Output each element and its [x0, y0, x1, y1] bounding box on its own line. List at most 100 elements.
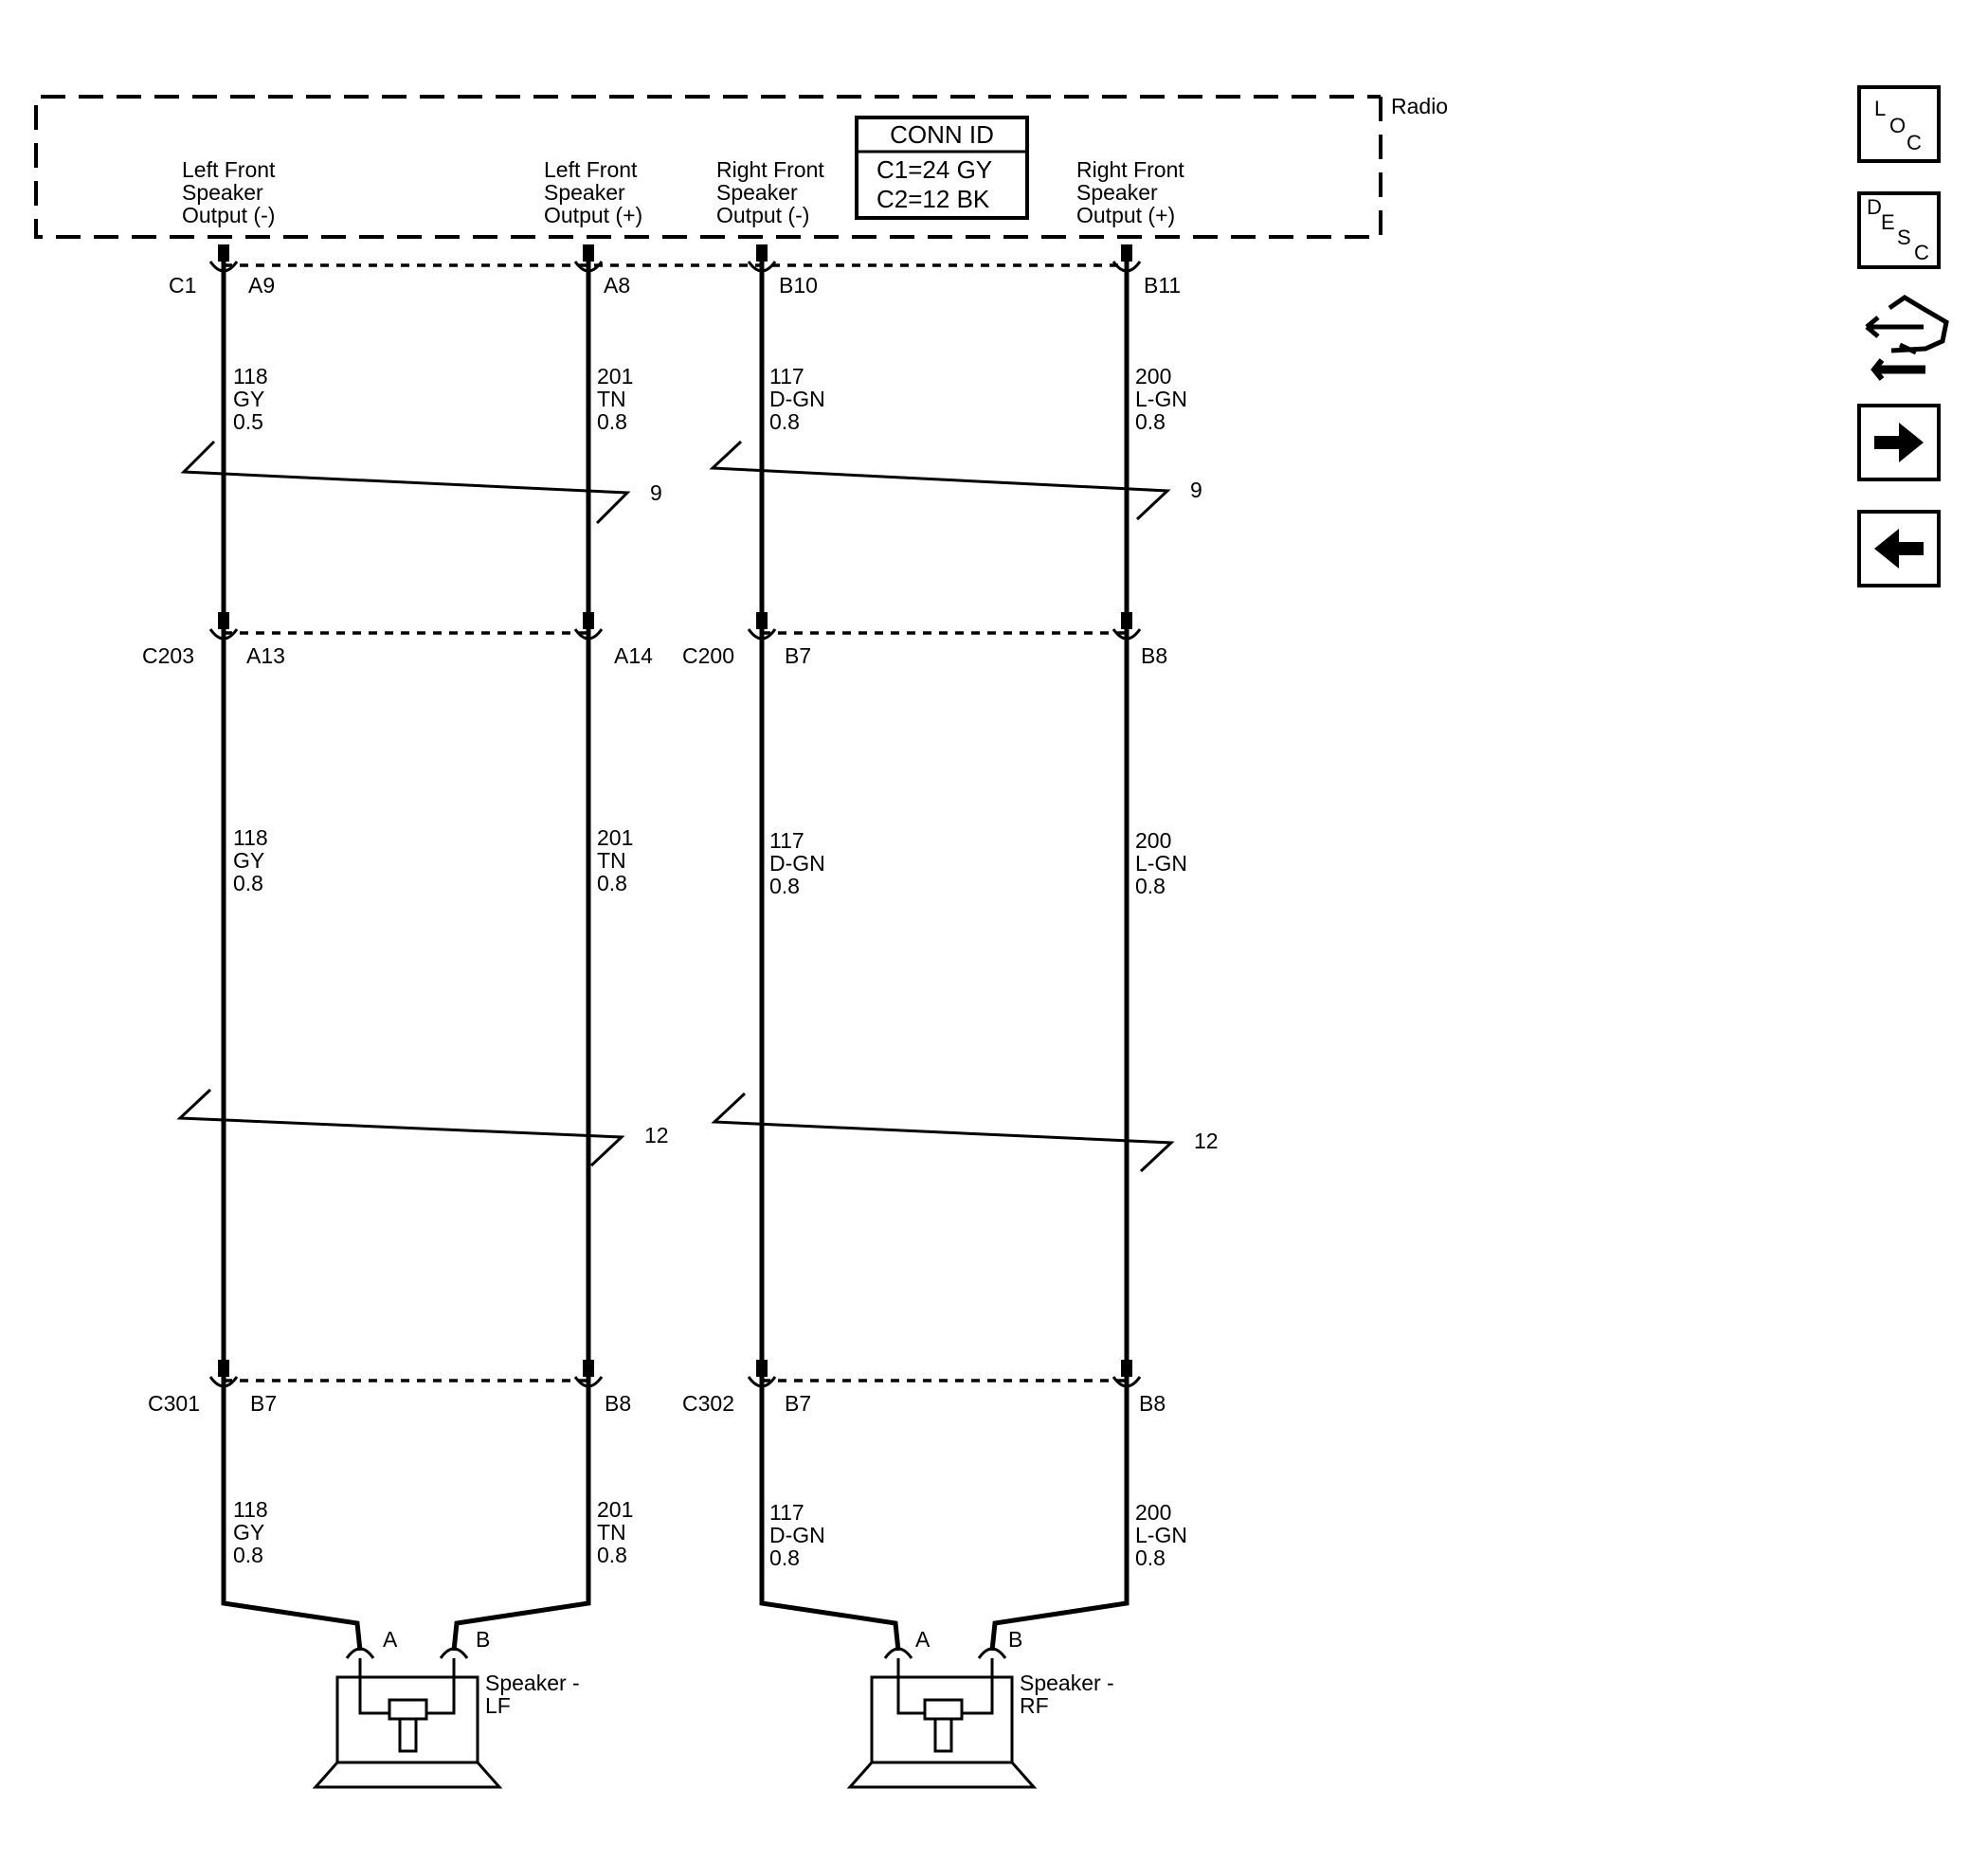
desc-letter: E — [1881, 210, 1895, 234]
speaker-lf-label: LF — [485, 1693, 511, 1718]
loc-letter: C — [1907, 131, 1922, 154]
speaker-rf: A B Speaker - RF — [846, 1627, 1114, 1789]
pin-label-b11: B11 — [1144, 273, 1181, 298]
speaker-rf-label: Speaker - — [1020, 1671, 1114, 1695]
connector-c203: C203 A13 A14 — [142, 612, 653, 668]
loc-letter: L — [1874, 97, 1886, 120]
circuit-number: 201 — [597, 364, 633, 388]
back-button[interactable] — [1857, 510, 1941, 587]
wires — [221, 248, 1130, 1652]
wire-gauge: 0.8 — [769, 874, 800, 898]
radio-output-labels: Left Front Speaker Output (-) Left Front… — [182, 157, 1184, 227]
circuit-number: 117 — [769, 828, 804, 853]
desc-letter: S — [1897, 226, 1911, 249]
circuit-number: 200 — [1135, 828, 1171, 853]
output-line: Left Front — [182, 157, 276, 182]
circuit-number: 201 — [597, 825, 633, 850]
wire-gauge: 0.8 — [769, 1545, 800, 1570]
pin-b8 — [573, 1360, 604, 1388]
speaker-lf-cone — [312, 1762, 503, 1789]
conn-id-c2: C2=12 BK — [877, 185, 990, 213]
radio-boundary — [34, 95, 1383, 239]
output-line: Output (+) — [1076, 203, 1175, 227]
pin-label-a13: A13 — [246, 643, 285, 668]
circuit-number: 117 — [769, 364, 804, 388]
wire-label-201-seg2: 201 TN 0.8 — [597, 825, 633, 895]
wire-label-200-seg1: 200 L-GN 0.8 — [1135, 364, 1187, 434]
output-label-lf-plus: Left Front Speaker Output (+) — [544, 157, 642, 227]
speaker-rf-leads — [896, 1658, 994, 1715]
wire-label-201-seg3: 201 TN 0.8 — [597, 1497, 633, 1567]
wire-color: D-GN — [769, 851, 825, 876]
pin-a9 — [208, 244, 239, 273]
speaker-rf-pin-b: B — [1008, 1627, 1022, 1652]
output-line: Speaker — [716, 180, 798, 205]
speaker-rf-terminal-b — [977, 1647, 1007, 1659]
pin-label-b8: B8 — [605, 1391, 631, 1416]
wire-label-201-seg1: 201 TN 0.8 — [597, 364, 633, 434]
wire-201-tn — [451, 248, 591, 1652]
wire-118-gy — [221, 248, 363, 1652]
pin-b7 — [208, 1360, 239, 1388]
circuit-number: 117 — [769, 1500, 804, 1525]
wire-label-118-seg2: 118 GY 0.8 — [233, 825, 268, 895]
pin-b10 — [747, 244, 777, 273]
twisted-pair-left-upper: 9 — [180, 440, 662, 525]
next-button[interactable] — [1857, 404, 1941, 481]
circuit-number: 200 — [1135, 364, 1171, 388]
output-label-rf-minus: Right Front Speaker Output (-) — [716, 157, 824, 227]
output-line: Right Front — [716, 157, 824, 182]
pin-b7 — [747, 1360, 777, 1388]
loc-button[interactable]: L O C — [1857, 85, 1941, 163]
pin-label-b7: B7 — [250, 1391, 277, 1416]
speaker-lf-terminal-b — [439, 1647, 469, 1659]
speaker-lf-pin-a: A — [383, 1627, 398, 1652]
twist-count: 12 — [1194, 1129, 1219, 1153]
pin-b8 — [1111, 1360, 1142, 1388]
output-line: Output (-) — [716, 203, 809, 227]
conn-id-title: CONN ID — [890, 120, 994, 149]
wire-color: TN — [597, 848, 626, 873]
pin-label-b8: B8 — [1141, 643, 1167, 668]
speaker-lf-pin-b: B — [476, 1627, 490, 1652]
connector-c203-name: C203 — [142, 643, 194, 668]
connector-repair-icon[interactable] — [1865, 295, 1949, 381]
conn-id-table: CONN ID C1=24 GY C2=12 BK — [855, 116, 1029, 220]
desc-letter: C — [1914, 241, 1929, 264]
circuit-number: 201 — [597, 1497, 633, 1522]
connector-c1-name: C1 — [169, 273, 196, 298]
output-label-lf-minus: Left Front Speaker Output (-) — [182, 157, 276, 227]
speaker-rf-label: RF — [1020, 1693, 1049, 1718]
speaker-lf-coil — [388, 1698, 428, 1721]
wire-labels: 118 GY 0.5 201 TN 0.8 117 D-GN 0.8 200 L… — [233, 364, 1187, 1570]
twist-count: 12 — [644, 1123, 669, 1147]
pin-b8 — [1111, 612, 1142, 641]
wire-label-117-seg1: 117 D-GN 0.8 — [769, 364, 825, 434]
pin-label-b10: B10 — [779, 273, 818, 298]
pin-label-a14: A14 — [614, 643, 653, 668]
wire-gauge: 0.8 — [597, 871, 627, 895]
pin-b11 — [1111, 244, 1142, 273]
connector-c200: C200 B7 B8 — [682, 612, 1167, 668]
conn-id-frame — [855, 116, 1029, 220]
pin-label-a9: A9 — [248, 273, 275, 298]
radio-module: Radio — [34, 94, 1448, 239]
wire-gauge: 0.8 — [1135, 1545, 1166, 1570]
wire-color: L-GN — [1135, 1523, 1187, 1547]
connector-c301: C301 B7 B8 — [148, 1360, 631, 1416]
output-line: Right Front — [1076, 157, 1184, 182]
wire-gauge: 0.8 — [1135, 874, 1166, 898]
output-line: Left Front — [544, 157, 638, 182]
connector-c1: C1 A9 A8 B10 B11 — [169, 244, 1181, 298]
wire-gauge: 0.8 — [1135, 409, 1166, 434]
wire-color: L-GN — [1135, 851, 1187, 876]
wire-gauge: 0.8 — [769, 409, 800, 434]
conn-id-c1: C1=24 GY — [877, 155, 992, 184]
wire-gauge: 0.8 — [233, 871, 263, 895]
desc-button[interactable]: D E S C — [1857, 191, 1941, 269]
wire-label-118-seg3: 118 GY 0.8 — [233, 1497, 268, 1567]
wire-color: TN — [597, 387, 626, 411]
twisted-pair-right-lower: 12 — [711, 1092, 1219, 1173]
radio-label: Radio — [1391, 94, 1448, 118]
